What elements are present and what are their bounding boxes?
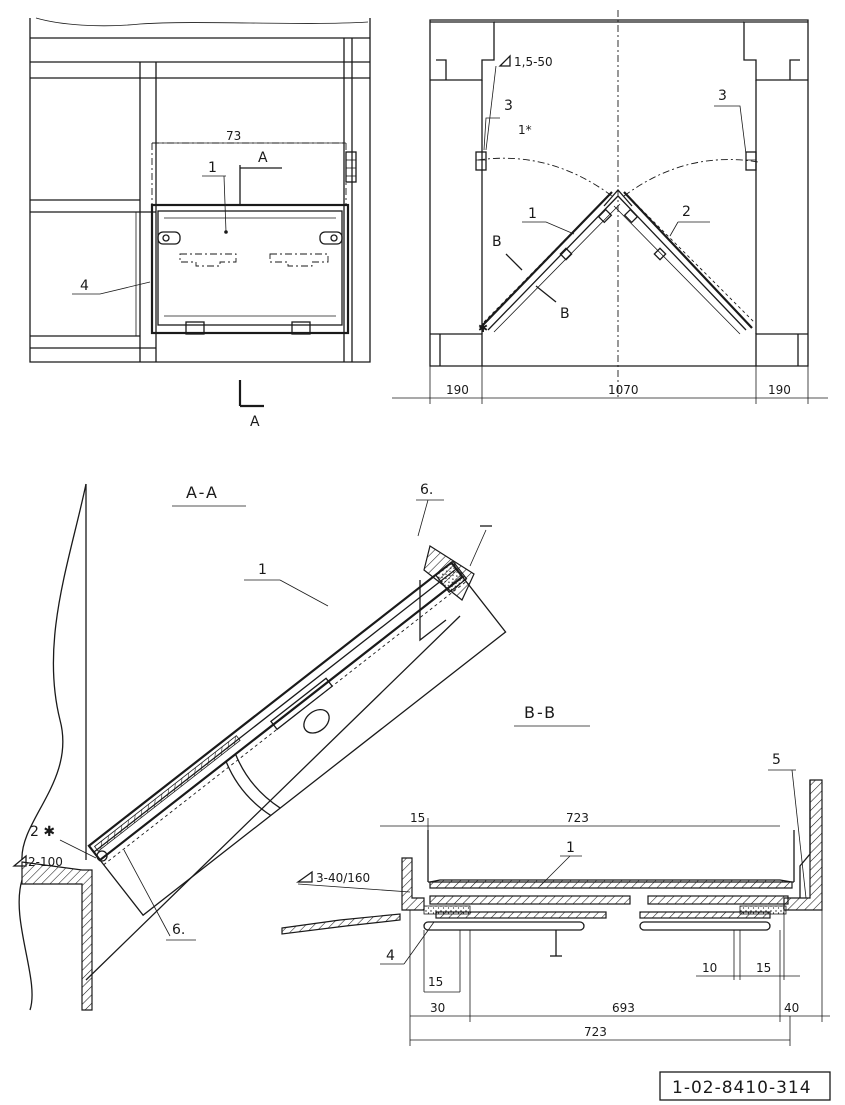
top-left-elevation-view: 73 A 1 4 A bbox=[29, 17, 371, 430]
dim-40: 40 bbox=[784, 1001, 799, 1015]
section-mark-a-lower: A bbox=[250, 414, 260, 430]
dim-73-label: 73 bbox=[226, 129, 241, 143]
callout-6-top: 6. bbox=[420, 482, 433, 498]
drawing-number-box: 1-02-8410-314 bbox=[659, 1071, 831, 1101]
section-mark-b-lower: B bbox=[560, 306, 570, 322]
callout-3-right: 3 bbox=[718, 88, 727, 104]
dim-30: 30 bbox=[430, 1001, 445, 1015]
callout-1-top-left: 1 bbox=[208, 160, 217, 176]
dim-723-top: 723 bbox=[566, 811, 589, 825]
dim-190-right: 190 bbox=[768, 383, 791, 397]
dim-15-top: 15 bbox=[410, 811, 425, 825]
drawing-number: 1-02-8410-314 bbox=[672, 1078, 812, 1098]
dim-693: 693 bbox=[612, 1001, 635, 1015]
callout-5: 5 bbox=[772, 752, 781, 768]
callout-1-section-bb: 1 bbox=[566, 840, 575, 856]
callout-1-section-aa: 1 bbox=[258, 562, 267, 578]
callout-4-section-bb: 4 bbox=[386, 948, 395, 964]
section-aa-title: A-A bbox=[186, 483, 219, 502]
note-1-star: 1* bbox=[518, 123, 532, 137]
section-mark-a-upper: A bbox=[258, 150, 268, 166]
callout-4-top-left: 4 bbox=[80, 278, 89, 294]
section-bb-title: B-B bbox=[524, 703, 557, 722]
weld-note-top-right: 1,5-50 bbox=[514, 55, 553, 69]
callout-3-left: 3 bbox=[504, 98, 513, 114]
section-b-b-view: B-B 15 723 1 5 bbox=[281, 703, 830, 1046]
section-a-a-view: A-A 6. bbox=[12, 482, 507, 1011]
callout-2-star: 2 ✱ bbox=[30, 824, 55, 840]
dim-723-bottom: 723 bbox=[584, 1025, 607, 1039]
weld-note-section-bb: 3-40/160 bbox=[316, 871, 370, 885]
callout-6-bottom: 6. bbox=[172, 922, 185, 938]
svg-text:✱: ✱ bbox=[478, 321, 488, 335]
top-right-plan-view: 1,5-50 3 1* 3 1 2 B B ✱ 190 1070 190 bbox=[392, 10, 828, 404]
section-mark-b-upper: B bbox=[492, 234, 502, 250]
dim-1070-center: 1070 bbox=[608, 383, 639, 397]
callout-1-top-right: 1 bbox=[528, 206, 537, 222]
dim-15-right: 15 bbox=[756, 961, 771, 975]
dim-190-left: 190 bbox=[446, 383, 469, 397]
dim-15-left: 15 bbox=[428, 975, 443, 989]
weld-note-section-aa: 2-100 bbox=[28, 855, 63, 869]
dim-10: 10 bbox=[702, 961, 717, 975]
callout-2-top-right: 2 bbox=[682, 204, 691, 220]
